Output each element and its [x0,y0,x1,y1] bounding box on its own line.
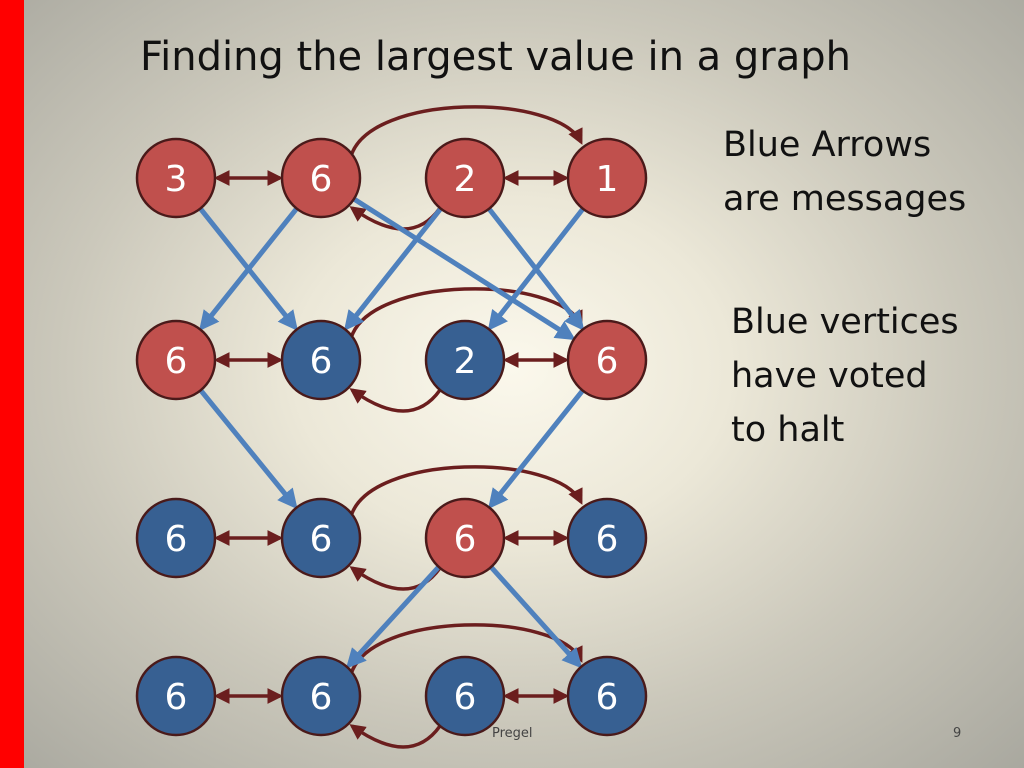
vertex-value: 6 [310,159,333,200]
vertex-row3-col3: 6 [424,497,506,579]
vertex-value: 6 [165,341,188,382]
message-arrow-1-1-to-2-2 [194,201,298,332]
edge-row2-3-2 [349,388,442,413]
active-vertex-circle [135,319,217,401]
legend-halt-line-3: to halt [731,410,845,450]
halted-vertex-circle [135,655,217,737]
vertex-row2-col3: 2 [424,319,506,401]
vertex-row2-col4: 6 [566,319,648,401]
halted-vertex-circle [424,655,506,737]
vertex-row4-col3: 6 [424,655,506,737]
vertex-row3-col2: 6 [280,497,362,579]
message-arrow-1-4-to-2-3 [487,201,590,331]
halted-vertex-circle [280,497,362,579]
halted-vertex-circle [280,655,362,737]
message-arrow-3-3-to-4-2 [345,559,446,669]
halted-vertex-circle [135,497,217,579]
message-arrow-1-3-to-2-4 [482,201,585,331]
legend-halt-line-2: have voted [731,356,928,396]
halted-vertex-circle [566,655,648,737]
vertex-value: 6 [310,341,333,382]
edge-row1-2-4 [349,105,583,157]
vertex-row1-col4: 1 [566,137,648,219]
active-vertex-circle [424,497,506,579]
legend-messages: Blue Arrows are messages [723,118,966,226]
vertex-row2-col1: 6 [135,319,217,401]
vertex-value: 1 [596,159,619,200]
message-arrow-1-3-to-2-2 [343,201,448,331]
legend-messages-line-2: are messages [723,179,967,219]
vertex-value: 6 [596,341,619,382]
vertex-value: 6 [596,519,619,560]
page-number: 9 [953,726,962,741]
vertex-row3-col1: 6 [135,497,217,579]
messages-layer [194,193,590,669]
edge-row4-3-2 [349,724,442,749]
halted-vertex-circle [280,319,362,401]
active-vertex-circle [424,137,506,219]
vertex-value: 6 [165,519,188,560]
vertex-row1-col2: 6 [280,137,362,219]
active-vertex-circle [566,319,648,401]
halted-vertex-circle [566,497,648,579]
vertex-value: 6 [454,519,477,560]
halted-vertex-circle [424,319,506,401]
footer-label: Pregel [492,726,533,741]
legend-halt: Blue vertices have voted to halt [731,295,959,457]
edge-row3-2-4 [349,465,583,517]
message-arrow-1-2-to-2-4 [346,193,576,341]
legend-messages-line-1: Blue Arrows [723,125,932,165]
vertex-row4-col1: 6 [135,655,217,737]
message-arrow-1-2-to-2-1 [199,201,303,332]
message-arrow-2-4-to-3-3 [488,383,589,510]
active-vertex-circle [280,137,362,219]
slide-title: Finding the largest value in a graph [140,34,851,80]
vertex-value: 6 [165,677,188,718]
vertex-value: 2 [454,341,477,382]
active-vertex-circle [135,137,217,219]
vertex-value: 6 [454,677,477,718]
vertex-value: 6 [596,677,619,718]
vertex-row2-col2: 6 [280,319,362,401]
edges-layer [213,105,583,749]
message-arrow-2-1-to-3-2 [194,383,298,510]
nodes-layer: 3 6 2 1 6 6 2 6 6 6 6 6 6 6 6 6 [135,137,648,737]
vertex-row4-col4: 6 [566,655,648,737]
vertex-row1-col1: 3 [135,137,217,219]
message-arrow-3-3-to-4-4 [484,560,583,669]
vertex-value: 3 [165,159,188,200]
vertex-value: 2 [454,159,477,200]
legend-halt-line-1: Blue vertices [731,302,959,342]
vertex-row3-col4: 6 [566,497,648,579]
vertex-row1-col3: 2 [424,137,506,219]
accent-bar [0,0,24,768]
vertex-value: 6 [310,519,333,560]
vertex-row4-col2: 6 [280,655,362,737]
active-vertex-circle [566,137,648,219]
vertex-value: 6 [310,677,333,718]
